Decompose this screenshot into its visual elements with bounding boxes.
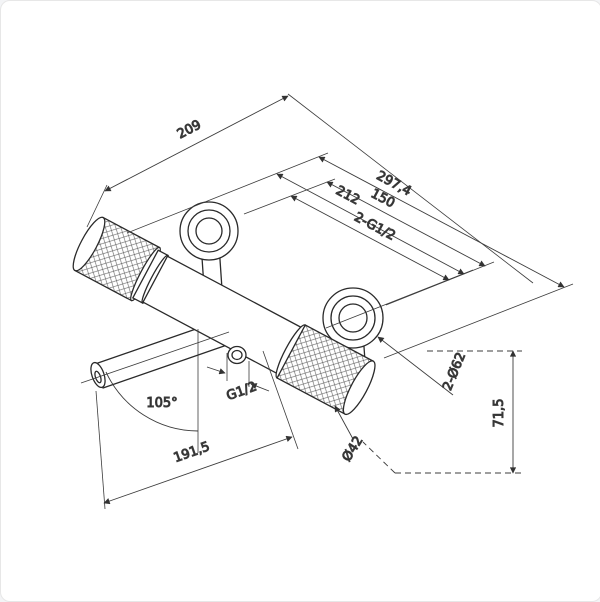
faucet-body [72, 216, 376, 416]
outlet-thread-label: G1/2 [225, 379, 259, 404]
ext-right-flange [385, 261, 495, 306]
dimension-depth-total: 209 [86, 95, 289, 228]
dimension-height-offset: 71,5 [362, 350, 522, 474]
body-diameter-label: Ø42 [340, 434, 367, 465]
dimension-spout-angle: 105° [80, 329, 230, 453]
wall-flange-left [179, 201, 239, 290]
faucet-object [72, 201, 384, 416]
dimension-inlet-thread: 2-G1/2 [290, 195, 450, 281]
ext-left-end [126, 152, 329, 234]
inlet-thread-label: 2-G1/2 [352, 210, 398, 244]
flange-diameter-label: 2-Ø62 [440, 350, 469, 392]
ext-left-flange [243, 178, 336, 215]
dimension-flange-diameter: 2-Ø62 [377, 336, 470, 396]
dimension-body-diameter: Ø42 [334, 405, 367, 465]
depth-total-label: 209 [175, 118, 204, 143]
height-offset-label: 71,5 [492, 399, 507, 428]
spout-projection-label: 191,5 [172, 439, 212, 466]
spout-angle-label: 105° [146, 396, 177, 411]
right-end-cap [342, 360, 376, 416]
ext-right-end [383, 283, 574, 359]
hose-outlet-nub [227, 345, 247, 365]
left-end-cap [72, 216, 106, 272]
wall-flange-right [322, 287, 384, 362]
